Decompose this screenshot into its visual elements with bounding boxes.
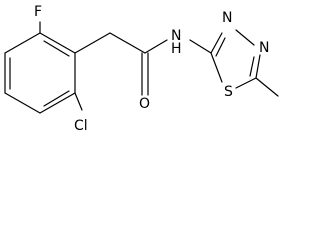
atom-label-fluorine: F [34, 4, 42, 20]
atom-label-ring-nitrogen-3: N [222, 10, 232, 26]
thiadiazole-ring [210, 29, 261, 89]
atom-label-carbonyl-oxygen: O [139, 96, 150, 112]
bond-c2-n3 [210, 32, 223, 54]
aromatic-inner-bond-2 [43, 90, 70, 107]
atom-label-chlorine: Cl [74, 118, 88, 134]
aromatic-inner-bond-3 [43, 40, 70, 57]
bond-carbonyl-n [144, 39, 168, 54]
bond-n3-n4 [235, 29, 255, 46]
benzene-ring [4, 32, 76, 114]
atom-label-ring-sulfur: S [224, 84, 233, 100]
atom-label-ring-nitrogen-4: N [259, 40, 269, 56]
bond-c-cl [74, 92, 83, 111]
bond-c1-c2 [4, 32, 41, 54]
bond-c6-c1 [39, 32, 76, 54]
bond-ring-ch2 [74, 32, 111, 54]
bond-s1-c2 [210, 52, 223, 83]
bond-n4-c5-double [249, 56, 255, 77]
bond-ch2-carbonyl [109, 32, 146, 54]
structural-formula: F Cl O N H N N S [4, 4, 279, 134]
bond-c4-c5 [39, 92, 76, 114]
bond-n-thiadiazole [189, 39, 212, 54]
bond-c5-methyl [255, 77, 279, 97]
bond-c3-c4 [4, 92, 41, 114]
atom-label-amide-nitrogen: N [171, 28, 181, 44]
atom-label-amide-hydrogen: H [171, 41, 182, 57]
bond-c5-s1 [235, 77, 257, 89]
bond-c2-n3-double [215, 37, 226, 57]
bond-n4-c5 [255, 54, 261, 79]
